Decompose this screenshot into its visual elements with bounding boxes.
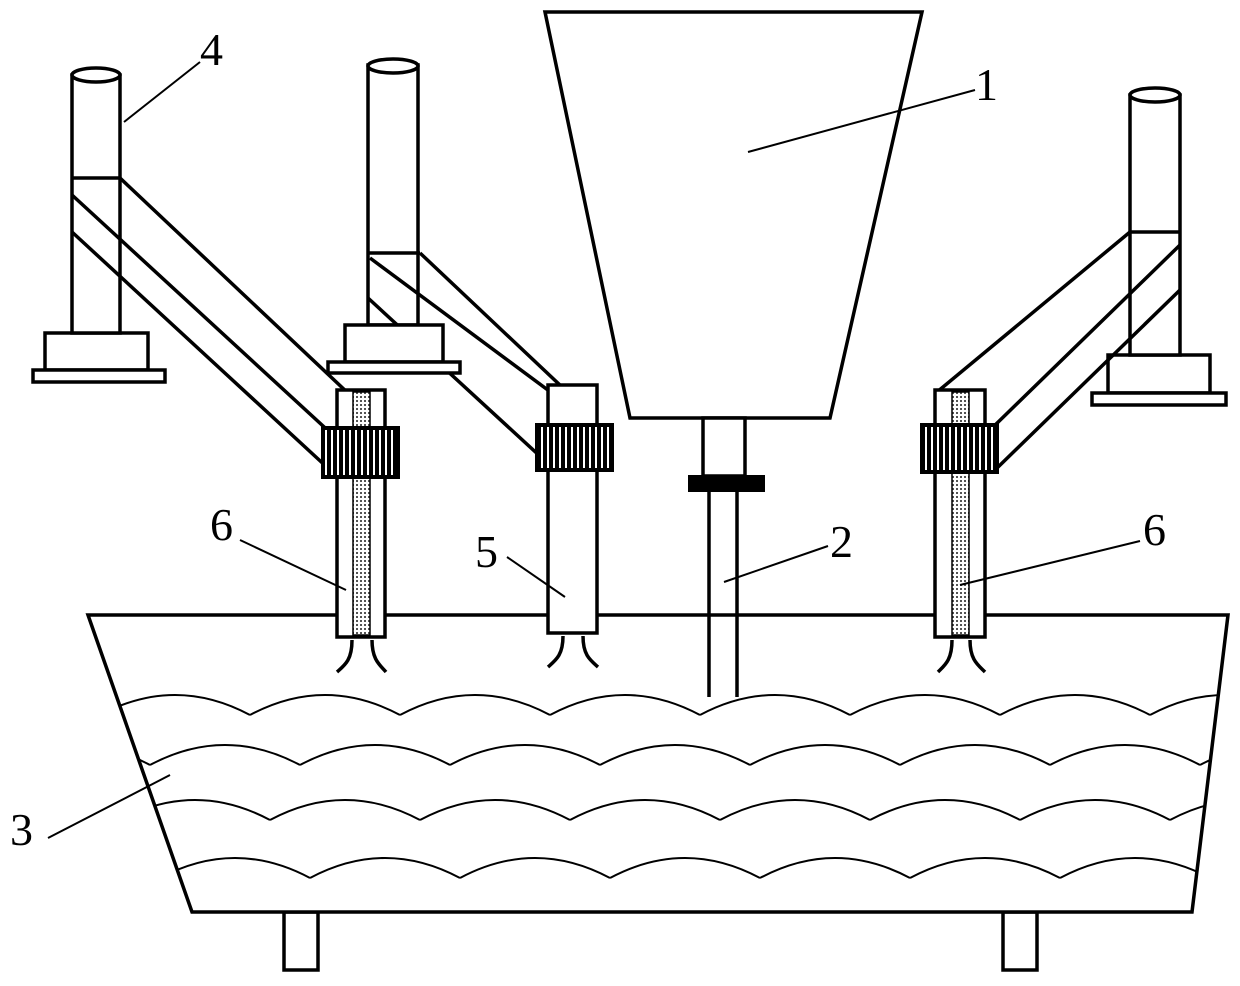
clamp [922,425,997,472]
pipe-flange [688,475,765,492]
clamp [323,428,398,477]
tank-body [88,615,1228,912]
tank-leg-left [284,912,318,970]
label-tank: 3 [10,804,33,855]
label-stand: 4 [200,24,223,75]
hopper [545,12,922,697]
electrode-middle [548,385,597,633]
label-hopper: 1 [975,59,998,110]
label-electrode-middle: 5 [475,526,498,577]
label-electrode-left: 6 [210,499,233,550]
label-electrode-right: 6 [1143,504,1166,555]
label-feed-pipe: 2 [830,516,853,567]
hopper-neck [703,418,745,476]
clamp [537,425,612,470]
tank [0,615,1240,970]
stand-right [922,88,1226,672]
tank-leg-right [1003,912,1037,970]
